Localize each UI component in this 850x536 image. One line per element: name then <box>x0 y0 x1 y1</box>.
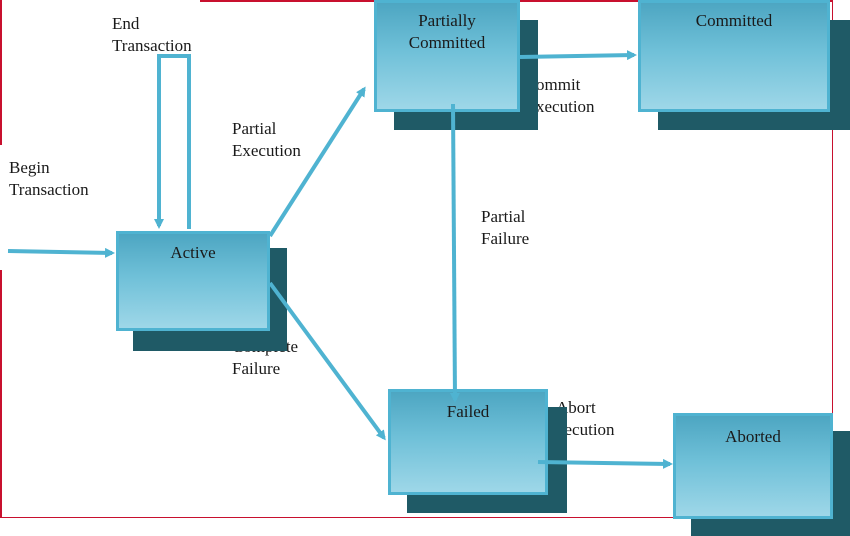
arrow-partial-execution <box>268 86 366 238</box>
label-partial-execution: Partial Execution <box>232 119 301 160</box>
state-committed-label: Committed <box>695 11 773 30</box>
state-failed-box: Failed <box>388 389 548 495</box>
state-aborted-label: Aborted <box>725 427 781 446</box>
arrow-abort-execution <box>537 458 673 469</box>
label-partial-failure: Partial Failure <box>481 207 530 248</box>
arrow-complete-failure <box>268 281 386 441</box>
state-partially-committed-label: Partially Committed <box>408 11 486 52</box>
frame-left-edge-bottom <box>0 270 2 518</box>
state-active-box: Active <box>116 231 270 331</box>
label-begin-transaction: Begin Transaction <box>9 158 89 199</box>
label-end-transaction: End Transaction <box>112 14 192 55</box>
arrow-begin <box>7 247 115 258</box>
diagram-frame <box>0 0 833 518</box>
arrow-partial-failure <box>449 103 460 403</box>
arrow-end-transaction-loop <box>154 54 191 229</box>
arrow-commit-execution <box>519 50 637 61</box>
frame-left-edge-top <box>0 0 2 145</box>
label-commit-execution: ommit xecution <box>536 75 595 116</box>
state-aborted-box: Aborted <box>673 413 833 519</box>
state-active-label: Active <box>170 243 216 262</box>
state-committed-box: Committed <box>638 0 830 112</box>
state-failed-label: Failed <box>446 402 490 421</box>
state-partially-committed-box: Partially Committed <box>374 0 520 112</box>
